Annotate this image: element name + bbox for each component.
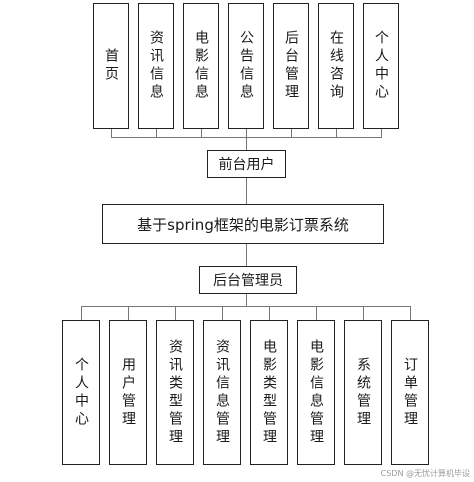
connector-line xyxy=(246,137,247,150)
front-module-news-info: 资讯信息 xyxy=(138,3,174,129)
back-module-personal-center: 个人中心 xyxy=(62,320,100,465)
back-module-news-type-management: 资讯类型管理 xyxy=(156,320,194,465)
system-title: 基于spring框架的电影订票系统 xyxy=(137,215,349,234)
connector-line xyxy=(246,294,247,306)
connector-line xyxy=(111,129,112,137)
connector-line xyxy=(291,129,292,137)
back-module-label: 电影类型管理 xyxy=(261,338,277,447)
back-module-label: 订单管理 xyxy=(402,356,418,429)
connector-line xyxy=(246,129,247,137)
front-module-label: 资讯信息 xyxy=(148,30,164,102)
connector-line xyxy=(156,129,157,137)
back-admin-node: 后台管理员 xyxy=(199,266,297,294)
front-module-backend-management: 后台管理 xyxy=(273,3,309,129)
front-module-announcement-info: 公告信息 xyxy=(228,3,264,129)
connector-line xyxy=(222,306,223,320)
connector-line xyxy=(246,244,247,266)
connector-line xyxy=(246,178,247,204)
front-module-online-consult: 在线咨询 xyxy=(318,3,354,129)
back-module-label: 电影信息管理 xyxy=(308,338,324,447)
connector-line xyxy=(363,306,364,320)
front-module-movie-info: 电影信息 xyxy=(183,3,219,129)
back-module-label: 系统管理 xyxy=(355,356,371,429)
connector-line xyxy=(269,306,270,320)
front-module-home: 首页 xyxy=(93,3,129,129)
system-title-node: 基于spring框架的电影订票系统 xyxy=(102,204,384,244)
connector-line xyxy=(128,306,129,320)
back-module-label: 资讯信息管理 xyxy=(214,338,230,447)
connector-line xyxy=(81,306,82,320)
back-module-movie-info-management: 电影信息管理 xyxy=(297,320,335,465)
front-module-label: 个人中心 xyxy=(373,30,389,102)
connector-line xyxy=(381,129,382,137)
back-admin-label: 后台管理员 xyxy=(213,273,283,289)
front-module-label: 后台管理 xyxy=(283,30,299,102)
back-module-label: 个人中心 xyxy=(73,356,89,429)
watermark: CSDN @无忧计算机毕设 xyxy=(380,469,470,478)
front-module-label: 电影信息 xyxy=(193,30,209,102)
connector-bus xyxy=(81,306,411,307)
connector-line xyxy=(201,129,202,137)
connector-line xyxy=(336,129,337,137)
connector-line xyxy=(410,306,411,320)
back-module-label: 资讯类型管理 xyxy=(167,338,183,447)
connector-line xyxy=(175,306,176,320)
back-module-order-management: 订单管理 xyxy=(391,320,429,465)
back-module-label: 用户管理 xyxy=(120,356,136,429)
connector-line xyxy=(316,306,317,320)
front-module-personal-center: 个人中心 xyxy=(363,3,399,129)
front-user-label: 前台用户 xyxy=(218,157,275,173)
back-module-user-management: 用户管理 xyxy=(109,320,147,465)
front-user-node: 前台用户 xyxy=(207,150,286,178)
front-module-label: 在线咨询 xyxy=(328,30,344,102)
front-module-label: 首页 xyxy=(103,48,119,84)
back-module-news-info-management: 资讯信息管理 xyxy=(203,320,241,465)
front-module-label: 公告信息 xyxy=(238,30,254,102)
back-module-system-management: 系统管理 xyxy=(344,320,382,465)
back-module-movie-type-management: 电影类型管理 xyxy=(250,320,288,465)
